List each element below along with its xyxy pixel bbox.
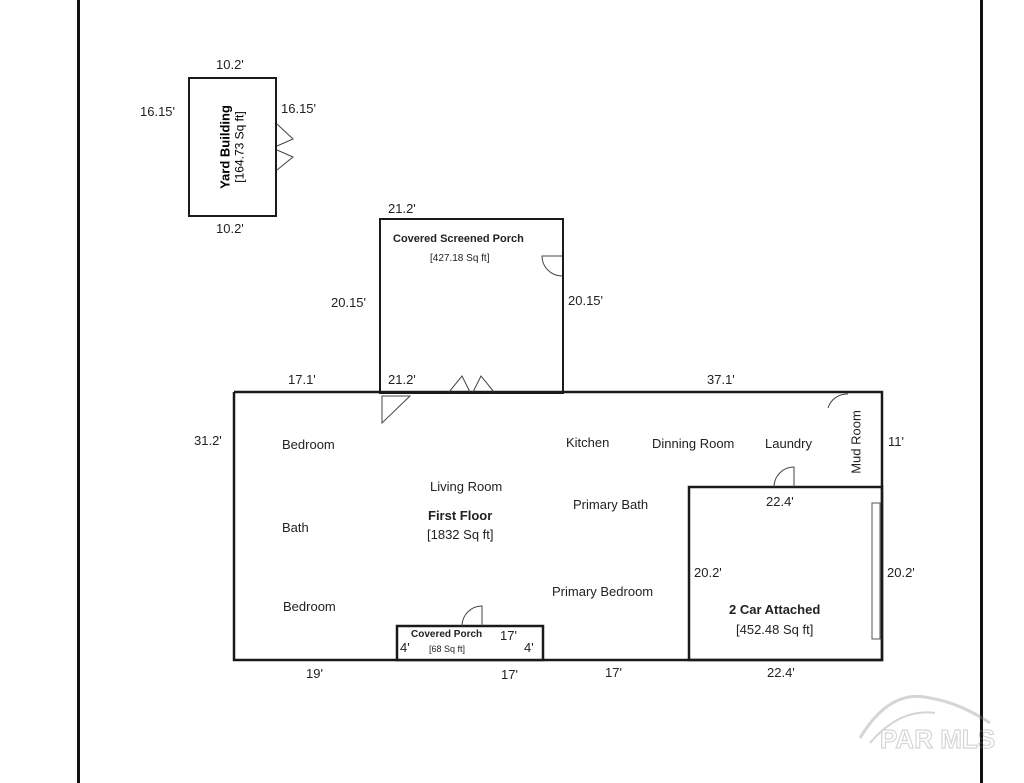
screened-porch-dim-left: 20.15' (331, 295, 367, 310)
room-bedroom-bottom: Bedroom (283, 599, 336, 614)
first-floor-dim-top-left: 17.1' (288, 372, 316, 387)
door-mud-room (827, 393, 849, 409)
door-swing-porch-right (541, 255, 563, 277)
covered-porch-dim-top: 17' (500, 628, 517, 643)
yard-building-outline (188, 77, 277, 217)
first-floor-dim-left: 31.2' (194, 433, 222, 448)
first-floor-dim-bottom-mid: 17' (501, 667, 518, 682)
first-floor-dim-bottom-left: 19' (306, 666, 323, 681)
screened-porch-dim-top: 21.2' (388, 201, 416, 216)
yard-building-dim-bottom: 10.2' (216, 221, 244, 236)
first-floor-outline (232, 390, 884, 662)
garage-outline (687, 485, 884, 662)
door-front (461, 605, 483, 627)
garage-title: 2 Car Attached (729, 602, 821, 617)
watermark-text: PAR MLS (880, 724, 995, 754)
garage-dim-right: 20.2' (887, 565, 915, 580)
screened-porch-area: [427.18 Sq ft] (430, 253, 490, 264)
garage-dim-bottom: 22.4' (767, 665, 795, 680)
door-yard-building (276, 123, 294, 171)
screened-porch-dim-bottom: 21.2' (388, 372, 416, 387)
room-living-room: Living Room (430, 479, 503, 494)
page-border-left (77, 0, 80, 783)
room-bedroom-top: Bedroom (282, 437, 335, 452)
room-kitchen: Kitchen (566, 435, 610, 450)
garage-area: [452.48 Sq ft] (736, 622, 814, 637)
first-floor-dim-bottom-right: 17' (605, 665, 622, 680)
covered-porch-area: [68 Sq ft] (429, 644, 466, 654)
door-double-porch (448, 375, 495, 393)
room-bath: Bath (282, 520, 309, 535)
yard-building-dim-right: 16.15' (281, 101, 317, 116)
first-floor-dim-right: 11' (888, 434, 904, 449)
garage-dim-top: 22.4' (766, 494, 794, 509)
yard-building-dim-left: 16.15' (140, 104, 176, 119)
room-primary-bath: Primary Bath (573, 497, 649, 512)
door-garage (773, 466, 795, 488)
door-entry-left (381, 395, 412, 425)
garage-door (871, 502, 881, 640)
first-floor-title: First Floor (428, 508, 493, 523)
room-dinning-room: Dinning Room (652, 436, 735, 451)
garage-dim-left: 20.2' (694, 565, 722, 580)
yard-building-dim-top: 10.2' (216, 57, 244, 72)
screened-porch-title: Covered Screened Porch (393, 233, 524, 245)
first-floor-area: [1832 Sq ft] (427, 527, 494, 542)
first-floor-dim-top-right: 37.1' (707, 372, 735, 387)
page-border-right (980, 0, 983, 783)
covered-porch-title: Covered Porch (411, 629, 483, 640)
room-mud-room: Mud Room (848, 410, 864, 474)
covered-porch-dim-right: 4' (524, 640, 534, 655)
covered-porch-dim-left: 4' (400, 640, 410, 655)
par-mls-watermark-logo: PAR MLS (858, 694, 996, 755)
room-primary-bedroom: Primary Bedroom (552, 584, 654, 599)
screened-porch-dim-right: 20.15' (568, 293, 604, 308)
room-laundry: Laundry (765, 436, 812, 451)
covered-porch-outline (395, 624, 545, 662)
